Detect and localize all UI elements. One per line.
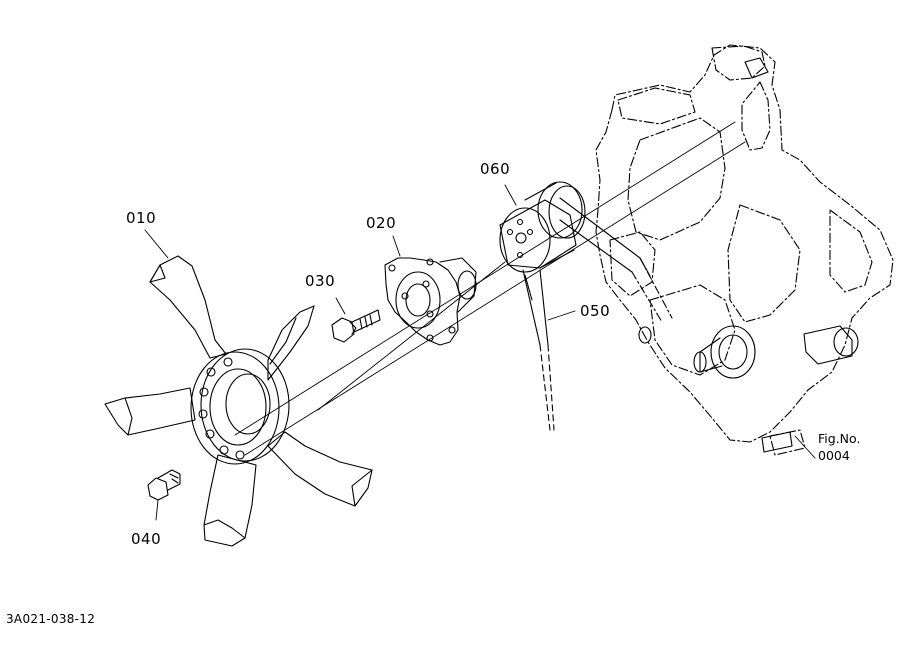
fan-belt-050: [523, 198, 672, 430]
callout-040: 040: [131, 530, 162, 548]
bolt-040: [148, 470, 180, 520]
callout-010: 010: [126, 209, 157, 227]
callout-020: 020: [366, 214, 397, 232]
bolt-030: [332, 298, 380, 342]
callout-050: 050: [580, 302, 611, 320]
callout-060: 060: [480, 160, 511, 178]
callout-030: 030: [305, 272, 336, 290]
drawing-code: 3A021-038-12: [6, 612, 96, 626]
cooling-fan-010: [105, 230, 372, 546]
figure-reference: Fig.No. 0004: [818, 430, 860, 464]
gear-case-outline: [596, 45, 893, 455]
fig-no-leader: [795, 436, 815, 458]
gear-case-details: [639, 58, 858, 452]
figure-label: Fig.No.: [818, 431, 861, 446]
assembly-axis-lines: [235, 122, 745, 455]
fan-spacer-020: [385, 236, 476, 345]
fan-pulley-060: [500, 182, 585, 272]
figure-number: 0004: [818, 448, 850, 463]
